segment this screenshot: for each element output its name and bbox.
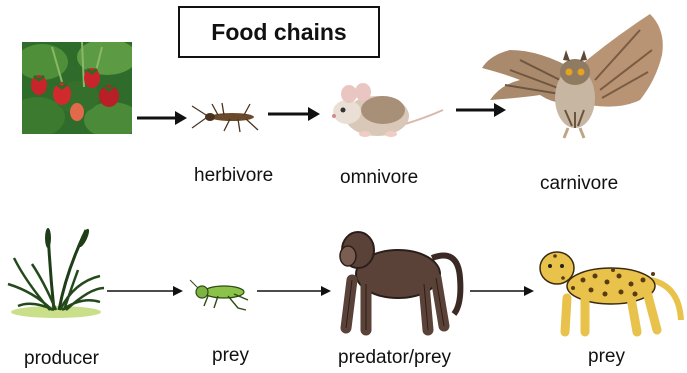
organism-label-predator-prey: predator/prey (338, 347, 451, 369)
organism-label-herbivore: herbivore (194, 165, 273, 187)
arrow-4 (107, 285, 183, 297)
organism-label-producer: producer (24, 348, 99, 370)
strawberry-plant-image (22, 42, 132, 134)
organism-label-carnivore: carnivore (540, 173, 618, 195)
grasshopper-image (188, 278, 254, 314)
organism-label-omnivore: omnivore (340, 167, 418, 189)
organism-label-prey-1: prey (212, 345, 249, 367)
arrow-1 (137, 110, 187, 126)
organism-label-prey-2: prey (588, 346, 625, 368)
grass-image (4, 222, 106, 322)
arrow-6 (470, 285, 534, 297)
baboon-image (332, 218, 470, 336)
owl-image (480, 10, 670, 150)
mouse-image (325, 80, 445, 142)
insect-image (188, 100, 266, 134)
arrow-2 (268, 106, 320, 122)
leopard-image (533, 240, 685, 338)
page-title: Food chains (178, 6, 380, 58)
arrow-5 (257, 285, 331, 297)
